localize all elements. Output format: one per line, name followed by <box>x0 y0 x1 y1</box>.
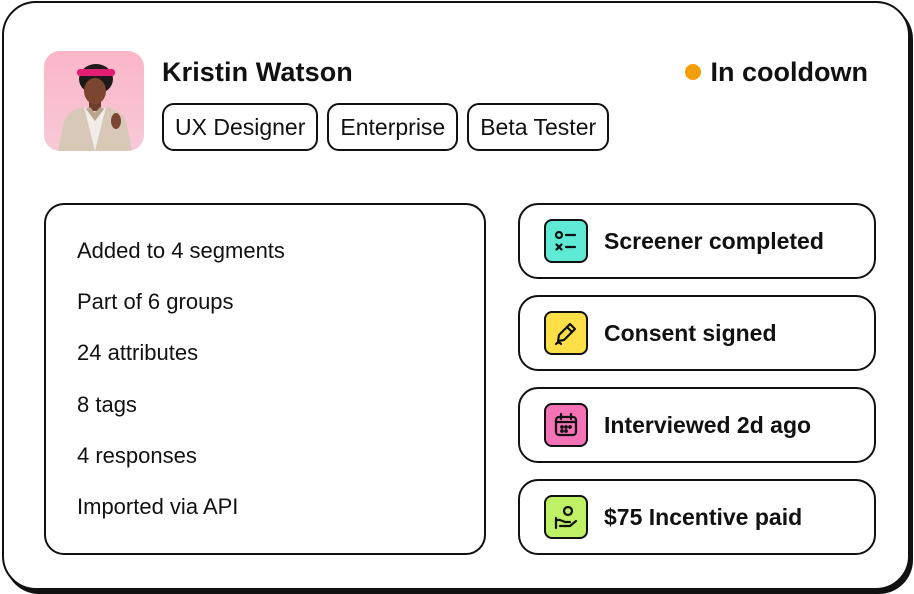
profile-photo <box>44 51 144 151</box>
stats-panel: Added to 4 segments Part of 6 groups 24 … <box>44 203 486 555</box>
status-indicator: In cooldown <box>684 56 868 88</box>
avatar[interactable] <box>44 51 144 151</box>
checklist-icon <box>544 219 588 263</box>
milestone-screener[interactable]: Screener completed <box>518 203 876 279</box>
tag-chip[interactable]: Beta Tester <box>467 103 610 151</box>
tag-list: UX Designer Enterprise Beta Tester <box>162 103 610 151</box>
milestone-label: Interviewed 2d ago <box>604 412 812 438</box>
status-dot-icon <box>684 64 701 80</box>
tag-chip[interactable]: UX Designer <box>162 103 319 151</box>
milestone-list: Screener completed Consent signed <box>518 203 876 571</box>
pencil-signature-icon <box>544 311 588 355</box>
stat-segments: Added to 4 segments <box>77 238 285 263</box>
stat-import-source: Imported via API <box>77 493 239 519</box>
milestone-label: Consent signed <box>604 320 777 346</box>
milestone-interview[interactable]: Interviewed 2d ago <box>518 387 876 463</box>
participant-name: Kristin Watson <box>162 57 353 87</box>
tag-chip[interactable]: Enterprise <box>327 103 459 151</box>
stat-responses: 4 responses <box>77 442 197 468</box>
hand-money-icon <box>544 495 588 539</box>
calendar-icon <box>544 403 588 447</box>
stat-tags: 8 tags <box>77 391 137 417</box>
milestone-label: $75 Incentive paid <box>604 504 803 530</box>
stat-groups: Part of 6 groups <box>77 289 234 315</box>
milestone-consent[interactable]: Consent signed <box>518 295 876 371</box>
stat-attributes: 24 attributes <box>77 340 199 366</box>
milestone-label: Screener completed <box>604 228 824 254</box>
milestone-incentive[interactable]: $75 Incentive paid <box>518 479 876 555</box>
status-label: In cooldown <box>710 57 868 87</box>
